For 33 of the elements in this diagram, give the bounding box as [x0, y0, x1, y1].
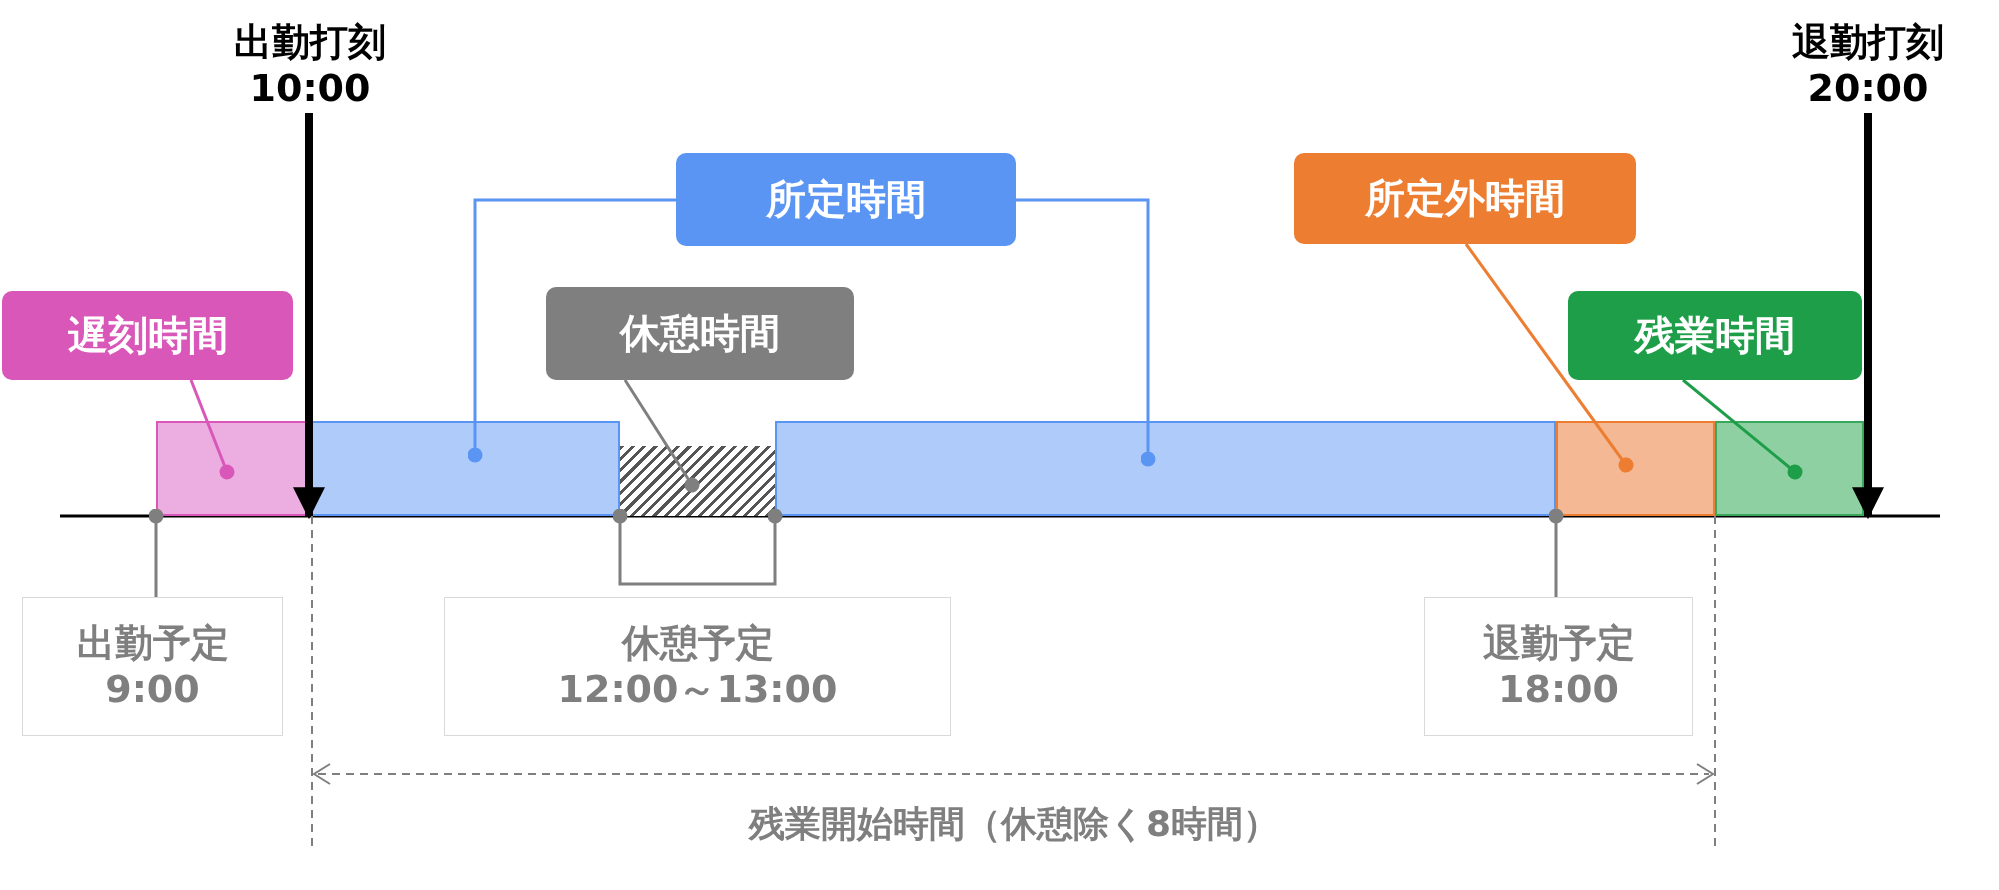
time-value: 20:00: [1807, 65, 1929, 112]
leader-line: [1682, 378, 1803, 480]
leader-line: [623, 379, 700, 493]
leader-line: [612, 508, 697, 586]
leader-line: [697, 508, 783, 586]
leader-line: [1464, 243, 1634, 473]
time-bar: [1556, 421, 1715, 516]
event-label: 出勤打刻: [234, 19, 386, 66]
leader-line: [1016, 198, 1156, 467]
dimension-label: 残業開始時間（休憩除く8時間）: [747, 802, 1281, 846]
leader-line: [467, 198, 676, 463]
label-card: [444, 597, 951, 736]
event-label: 退勤予定: [1482, 620, 1635, 667]
time-bar: [775, 421, 1556, 516]
event-label: 退勤打刻: [1792, 19, 1944, 66]
label-card: [22, 597, 283, 736]
break-bar: [620, 446, 775, 516]
leader-line: [1548, 508, 1564, 597]
callout-label: 所定外時間: [1294, 153, 1636, 244]
time-value: 9:00: [105, 666, 200, 713]
event-label: 出勤予定: [76, 620, 229, 667]
callout-label: 遅刻時間: [2, 291, 293, 380]
callout-label: 残業時間: [1568, 291, 1862, 380]
label-card: [1424, 597, 1693, 736]
time-bar: [1715, 421, 1864, 516]
callout-label: 所定時間: [676, 153, 1016, 246]
time-value: 10:00: [249, 65, 371, 112]
leader-line: [148, 508, 164, 597]
leader-line: [189, 379, 235, 480]
time-value: 12:00～13:00: [557, 666, 838, 713]
time-value: 18:00: [1498, 666, 1619, 713]
event-label: 休憩予定: [621, 620, 774, 667]
callout-label: 休憩時間: [546, 287, 854, 380]
